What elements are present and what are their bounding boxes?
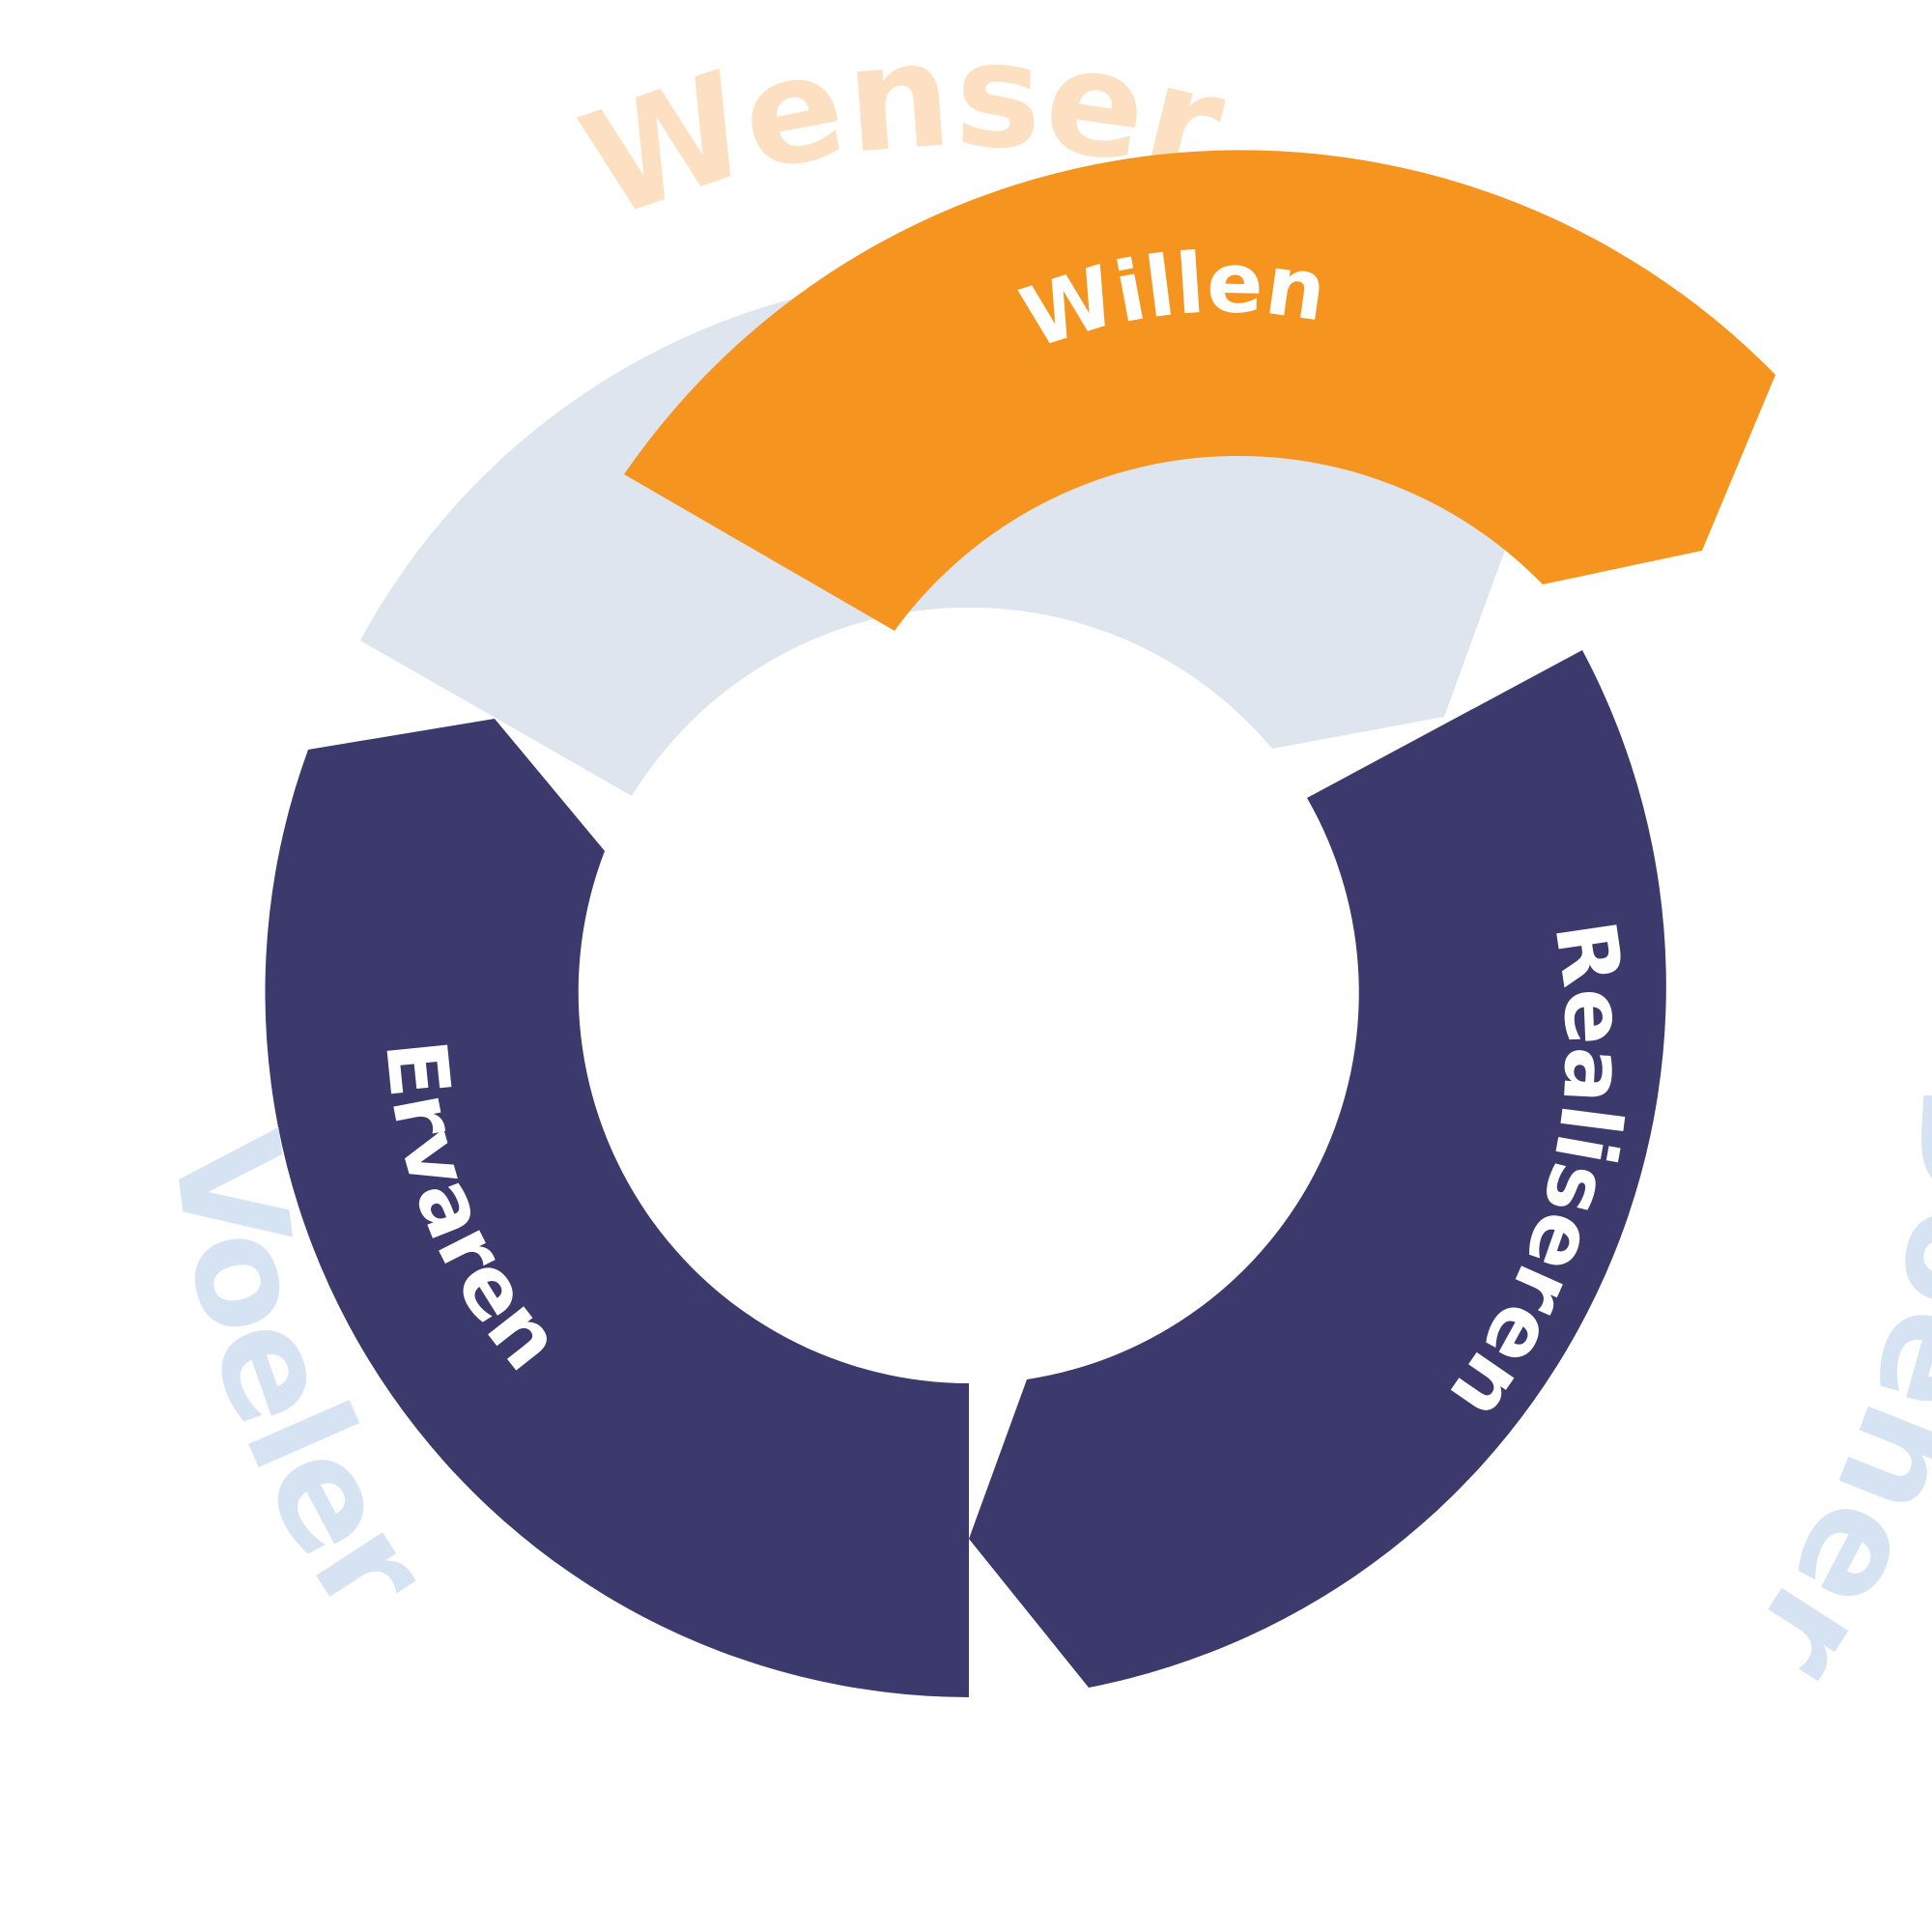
outer-label-doener-text: Doener	[1720, 1080, 1932, 1710]
segment-willen[interactable]	[624, 150, 1776, 632]
segment-realiseren[interactable]	[969, 650, 1666, 1688]
segment-ervaren[interactable]	[265, 719, 969, 1697]
outer-label-doener: Doener	[1720, 1080, 1932, 1710]
